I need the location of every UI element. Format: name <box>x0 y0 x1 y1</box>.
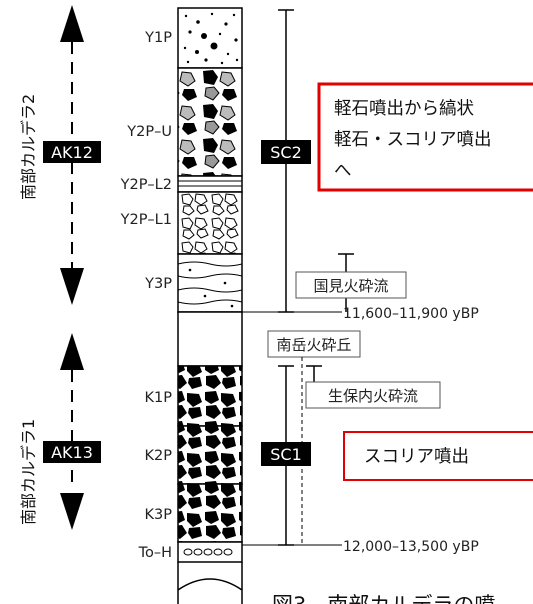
layer-y2p-l1 <box>177 191 243 255</box>
sc2-label: SC2 <box>270 143 302 162</box>
shoboonai-range-bar <box>306 365 322 384</box>
lower-date: 12,000–13,500 yBP <box>343 539 479 555</box>
sc1-badge <box>261 442 311 466</box>
layer-y1p <box>177 7 243 69</box>
kunimi-label: 国見火砕流 <box>313 277 388 295</box>
layer-y2p-l2 <box>177 175 243 193</box>
lower-callout-text: スコリア噴出 <box>364 447 469 467</box>
layer-k1p <box>177 365 243 427</box>
column-gap <box>177 311 243 367</box>
nangaku-box <box>267 330 361 358</box>
upper-date: 11,600–11,900 yBP <box>343 306 479 322</box>
upper-callout-line2: 軽石・スコリア噴出 <box>334 130 492 150</box>
layer-label-k2p: K2P <box>145 448 173 464</box>
period-label-upper: 南部カルデラ2 <box>19 94 38 200</box>
y1p-dots <box>183 12 239 65</box>
column-bottom <box>177 562 243 604</box>
layer-k2p <box>177 425 243 485</box>
layer-label-to-h: To–H <box>138 545 172 561</box>
layer-label-y1p: Y1P <box>144 30 172 46</box>
upper-callout-line1: 軽石噴出から縞状 <box>334 99 474 119</box>
nangaku-label: 南岳火砕丘 <box>276 336 351 354</box>
ak12-label: AK12 <box>51 143 93 162</box>
shoboonai-label: 生保内火砕流 <box>328 387 418 405</box>
layer-k3p <box>177 483 243 543</box>
sc1-label: SC1 <box>270 445 302 464</box>
ak13-badge <box>43 441 101 463</box>
stratigraphic-column <box>177 7 243 604</box>
layer-label-y2p-u: Y2P–U <box>126 124 172 140</box>
layer-label-y3p: Y3P <box>144 276 172 292</box>
kunimi-box <box>295 271 407 299</box>
upper-callout: 軽石噴出から縞状 軽石・スコリア噴出 へ <box>317 82 533 192</box>
lower-period-arrow <box>60 333 84 530</box>
layer-label-y2p-l1: Y2P–L1 <box>120 212 172 228</box>
upper-callout-line3: へ <box>334 161 352 181</box>
layer-label-k3p: K3P <box>145 507 173 523</box>
upper-period-arrow <box>60 5 84 305</box>
layer-label-k1p: K1P <box>145 390 173 406</box>
layer-y2p-u <box>177 67 243 177</box>
sc2-badge <box>261 140 311 164</box>
ak12-badge <box>43 141 101 163</box>
period-label-lower: 南部カルデラ1 <box>19 419 38 525</box>
y3p-laminae <box>177 261 243 305</box>
layer-label-y2p-l2: Y2P–L2 <box>120 177 172 193</box>
ak13-label: AK13 <box>51 443 93 462</box>
lower-callout: スコリア噴出 <box>343 431 533 481</box>
figure-caption: 図3 南部カルデラの噴 <box>272 593 495 604</box>
shoboonai-box <box>305 381 441 409</box>
layer-to-h <box>177 541 243 563</box>
